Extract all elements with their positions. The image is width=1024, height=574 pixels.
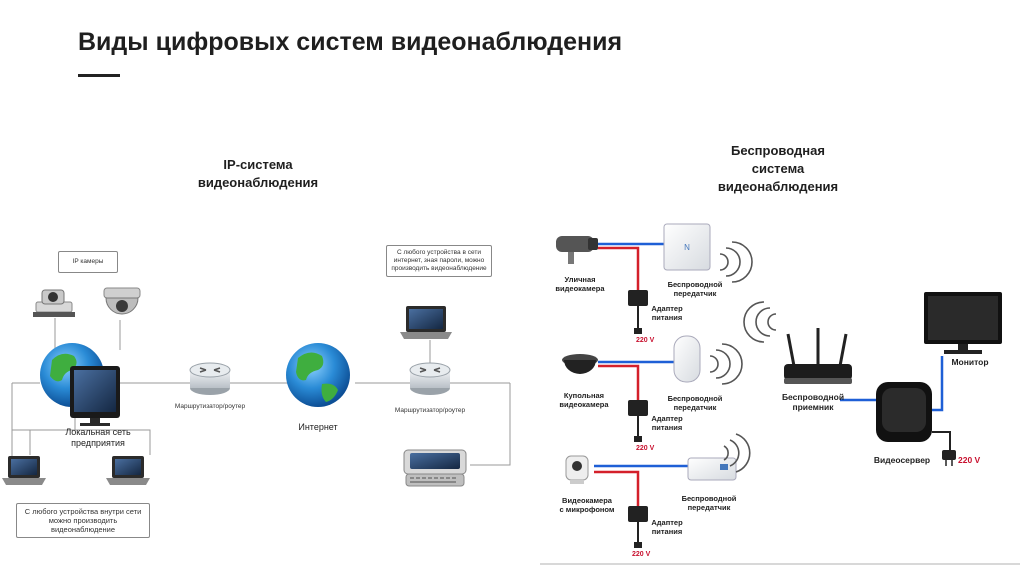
label-street-camera: Уличная видеокамера [552, 275, 608, 293]
red-link-3 [594, 470, 640, 506]
label-videoserver: Видеосервер [873, 455, 931, 465]
label-dome-camera: Купольная видеокамера [556, 391, 612, 409]
label-line: Адаптер [651, 304, 683, 313]
label-line: видеокамера [559, 400, 609, 409]
voltage-server: 220 V [958, 455, 981, 465]
svg-text:N: N [684, 243, 690, 252]
note-internet-access: С любого устройства в сети интернет, зна… [386, 245, 492, 277]
label-line: Локальная сеть [65, 427, 131, 437]
router-right-icon [409, 362, 451, 395]
label-monitor: Монитор [951, 357, 989, 367]
label-line: Беспроводной [667, 280, 723, 289]
router-left-icon [189, 362, 231, 395]
label-line: Купольная [563, 391, 605, 400]
ip-caption-line: видеонаблюдения [197, 175, 319, 190]
videoserver-icon [876, 382, 932, 442]
wireless-system-caption: Беспроводная система видеонаблюдения [688, 142, 868, 196]
wave-2-icon [709, 343, 743, 385]
wireless-caption-line: видеонаблюдения [717, 179, 839, 194]
label-line: питания [651, 527, 683, 536]
label-adapter-2: Адаптер питания [644, 414, 690, 432]
wireless-caption-line: Беспроводная [731, 143, 825, 158]
laptop-remote-icon [400, 306, 452, 339]
adapter-3-icon [628, 506, 648, 548]
transmitter-1-icon: N [663, 223, 711, 271]
voltage-1: 220 V [636, 337, 655, 344]
wave-3-icon [723, 433, 751, 473]
label-line: питания [651, 313, 683, 322]
ip-caption-line: IP-система [223, 157, 293, 172]
label-line: видеокамера [555, 284, 605, 293]
transmitter-3-icon [687, 457, 737, 481]
note-line: С любого устройства внутри сети [24, 507, 142, 516]
ip-system-diagram [2, 287, 511, 487]
label-transmitter-3: Беспроводной передатчик [676, 494, 742, 512]
label-internet: Интернет [298, 422, 338, 432]
ptz-camera-icon [33, 289, 75, 317]
label-line: питания [651, 423, 683, 432]
voltage-3: 220 V [632, 551, 651, 558]
label-line: предприятия [71, 438, 125, 448]
label-transmitter-1: Беспроводной передатчик [662, 280, 728, 298]
label-receiver: Беспроводной приемник [774, 392, 852, 412]
label-line: с микрофоном [559, 505, 615, 514]
label-router-right: Маршрутизатор/роутер [394, 407, 466, 414]
note-line: видеонаблюдение [50, 525, 116, 534]
slide-title: Виды цифровых систем видеонаблюдения [78, 28, 623, 56]
label-transmitter-2: Беспроводной передатчик [662, 394, 728, 412]
note-line: производить видеонаблюдение [391, 265, 487, 272]
label-line: передатчик [687, 503, 731, 512]
label-router-left: Маршрутизатор/роутер [174, 403, 246, 410]
label-line: передатчик [673, 289, 717, 298]
laptop-local-2-icon [106, 456, 150, 485]
mic-camera-icon [565, 455, 589, 484]
label-line: приемник [792, 402, 834, 412]
adapter-2-icon [628, 400, 648, 442]
title-underline [78, 74, 120, 77]
wireless-receiver-icon [784, 328, 852, 384]
red-link-2 [598, 364, 640, 400]
wave-1-icon [719, 241, 753, 283]
lan-monitor-icon [70, 366, 120, 426]
label-lan: Локальная сеть предприятия [46, 427, 150, 449]
internet-globe-icon [286, 343, 350, 407]
note-line: интернет, зная пароли, можно [393, 257, 485, 264]
monitor-icon [924, 292, 1002, 354]
voltage-2: 220 V [636, 445, 655, 452]
transmitter-2-icon [673, 335, 701, 383]
note-local-access: С любого устройства внутри сети можно пр… [16, 503, 150, 538]
label-line: Беспроводной [781, 392, 845, 402]
street-camera-icon [556, 236, 598, 264]
red-link-1 [598, 246, 640, 290]
note-ip-cameras: IP камеры [58, 251, 118, 273]
wireless-system-diagram: N [540, 223, 1020, 565]
dome-camera-wireless-icon [562, 354, 598, 374]
label-line: Беспроводной [681, 494, 737, 503]
dome-camera-icon [103, 287, 141, 315]
label-adapter-1: Адаптер питания [644, 304, 690, 322]
note-line: можно производить [48, 516, 118, 525]
note-line: С любого устройства в сети [397, 249, 481, 256]
label-line: Адаптер [651, 414, 683, 423]
power-plug-icon [942, 450, 956, 466]
label-line: Адаптер [651, 518, 683, 527]
power-cord [932, 431, 951, 450]
label-line: Уличная [564, 275, 596, 284]
label-line: Видеокамера [562, 496, 612, 505]
adapter-1-icon [628, 290, 648, 334]
smartphone-icon [403, 449, 467, 487]
receiver-wave-icon [743, 301, 777, 343]
laptop-local-1-icon [2, 456, 46, 485]
label-line: передатчик [673, 403, 717, 412]
label-line: Беспроводной [667, 394, 723, 403]
ip-system-caption: IP-система видеонаблюдения [168, 156, 348, 192]
label-mic-camera: Видеокамера с микрофоном [556, 496, 618, 514]
wireless-caption-line: система [751, 161, 805, 176]
ip-network-lines [11, 318, 511, 466]
label-adapter-3: Адаптер питания [644, 518, 690, 536]
